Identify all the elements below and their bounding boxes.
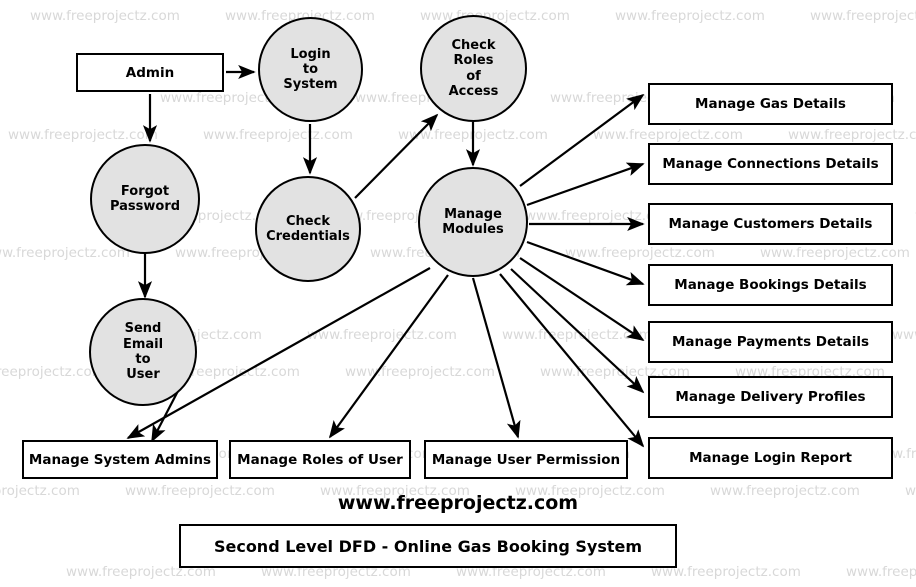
store-manage-user-permission[interactable]: Manage User Permission	[424, 440, 628, 479]
process-login-to-system[interactable]: Login to System	[258, 17, 363, 122]
process-login-line1: Login	[290, 46, 331, 62]
store-manage-gas-details[interactable]: Manage Gas Details	[648, 83, 893, 125]
process-manage-modules[interactable]: Manage Modules	[418, 167, 528, 277]
entity-admin[interactable]: Admin	[76, 53, 224, 92]
process-send-line2: Email	[122, 336, 164, 352]
process-roles-line1: Check	[451, 37, 496, 53]
process-send-line3: to	[135, 352, 151, 367]
process-credentials-line2: Credentials	[266, 229, 350, 244]
brand-line: www.freeprojectz.com	[337, 492, 579, 514]
edge-modules-to-delivery	[510, 268, 645, 394]
store-label: Manage Bookings Details	[674, 277, 867, 293]
edge-modules-to-connections	[526, 162, 645, 207]
process-roles-line4: Access	[448, 83, 499, 99]
store-label: Manage Customers Details	[668, 216, 873, 232]
store-manage-system-admins[interactable]: Manage System Admins	[22, 440, 218, 479]
store-manage-payments-details[interactable]: Manage Payments Details	[648, 321, 893, 363]
process-login-line2: to	[302, 61, 319, 77]
process-modules-line2: Modules	[442, 222, 504, 237]
process-send-line1: Send	[124, 321, 162, 337]
process-credentials-line1: Check	[286, 213, 330, 229]
edge-modules-to-payments	[519, 257, 645, 341]
store-manage-customers-details[interactable]: Manage Customers Details	[648, 203, 893, 245]
store-manage-bookings-details[interactable]: Manage Bookings Details	[648, 264, 893, 306]
store-label: Manage Gas Details	[695, 96, 846, 112]
process-modules-line1: Manage	[444, 206, 502, 222]
store-label: Manage Connections Details	[662, 156, 879, 172]
edge-modules-to-user-permission	[471, 277, 521, 439]
process-login-line3: System	[283, 77, 338, 93]
edge-modules-to-system-admins	[126, 267, 431, 439]
diagram-title-box: Second Level DFD - Online Gas Booking Sy…	[179, 524, 677, 568]
store-manage-roles-of-user[interactable]: Manage Roles of User	[229, 440, 411, 479]
edge-modules-to-login-report	[499, 273, 645, 448]
store-label: Manage Roles of User	[237, 451, 403, 468]
store-manage-delivery-profiles[interactable]: Manage Delivery Profiles	[648, 376, 893, 418]
process-check-credentials[interactable]: Check Credentials	[255, 176, 361, 282]
edge-credentials-to-roles	[354, 113, 439, 199]
process-roles-line3: of	[466, 68, 481, 84]
store-label: Manage Payments Details	[671, 334, 870, 350]
diagram-title: Second Level DFD - Online Gas Booking Sy…	[213, 536, 643, 556]
process-forgot-password[interactable]: Forgot Password	[90, 144, 200, 254]
process-roles-line2: Roles	[453, 53, 494, 69]
entity-admin-label: Admin	[125, 64, 175, 81]
process-forgot-line1: Forgot	[120, 183, 170, 199]
edge-modules-to-bookings	[526, 240, 645, 286]
store-label: Manage User Permission	[431, 451, 621, 468]
store-manage-connections-details[interactable]: Manage Connections Details	[648, 143, 893, 185]
store-label: Manage Delivery Profiles	[675, 389, 866, 405]
store-label: Manage System Admins	[28, 451, 212, 468]
process-send-line4: User	[126, 367, 160, 383]
process-check-roles-of-access[interactable]: Check Roles of Access	[420, 15, 527, 122]
process-send-email-to-user[interactable]: Send Email to User	[89, 298, 197, 406]
edge-modules-to-gas	[519, 93, 645, 187]
store-manage-login-report[interactable]: Manage Login Report	[648, 437, 893, 479]
edge-modules-to-roles-of-user	[328, 274, 449, 439]
store-label: Manage Login Report	[689, 450, 852, 466]
process-forgot-line2: Password	[109, 199, 181, 214]
